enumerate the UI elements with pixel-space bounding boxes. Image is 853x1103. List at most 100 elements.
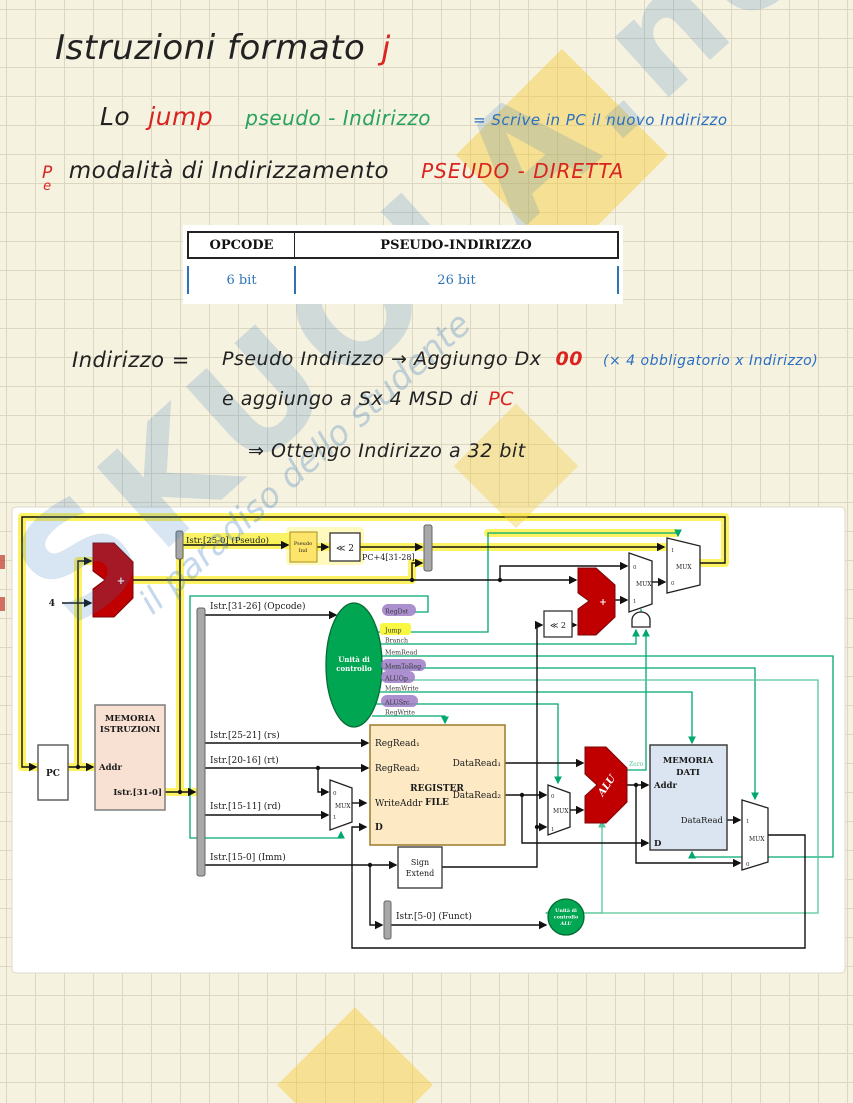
alu-control-wires bbox=[372, 679, 819, 917]
format-table-header-opcode: OPCODE bbox=[189, 233, 295, 257]
branch-mux bbox=[628, 552, 653, 613]
margin-mark bbox=[0, 555, 5, 569]
regdst-mux-label: MUX bbox=[335, 803, 351, 810]
control-unit-label: controllo bbox=[336, 664, 372, 673]
branch-mux-label: MUX bbox=[636, 581, 652, 588]
branch-mux-0: 0 bbox=[633, 565, 637, 571]
control-unit-label: Unità di bbox=[338, 655, 370, 664]
adder-four-input: 4 bbox=[49, 599, 55, 609]
alu-zero-label: Zero bbox=[629, 761, 644, 768]
istr-rd-label: Istr.[15-11] (rd) bbox=[210, 801, 281, 812]
shift-left-2-branch bbox=[543, 610, 573, 638]
data-memory-d: D bbox=[654, 839, 662, 849]
pseudo-address-box bbox=[289, 531, 318, 563]
branch-and-gate bbox=[631, 611, 651, 628]
label-highlight bbox=[183, 533, 296, 546]
alu-control-label: Unità di bbox=[555, 907, 577, 914]
title-text: Istruzioni formato bbox=[55, 28, 366, 68]
instruction-memory-title: MEMORIA bbox=[105, 714, 156, 724]
jump-concat-bar bbox=[423, 524, 433, 572]
format-table-value-pseudo-bits: 26 bit bbox=[296, 266, 619, 294]
pc-adder-plus: + bbox=[117, 576, 125, 587]
signal-aluop: ALUOp bbox=[384, 676, 408, 683]
aluop-highlight bbox=[381, 671, 415, 683]
memtoreg-mux-0: 0 bbox=[746, 862, 750, 868]
funct-tap-bar bbox=[383, 900, 392, 940]
istr-25-0-label: Istr.[25-0] (Pseudo) bbox=[186, 535, 269, 546]
intro-definition: = Scrive in PC il nuovo Indirizzo bbox=[473, 111, 728, 129]
intro-line: Lo jump pseudo - Indirizzo = Scrive in P… bbox=[100, 102, 728, 131]
signal-regdst: RegDst bbox=[385, 609, 409, 616]
sign-extend-label: Sign bbox=[411, 858, 429, 867]
memtoreg-mux bbox=[741, 799, 769, 871]
data-memory-addr: Addr bbox=[653, 781, 677, 791]
pc4-31-28-label: PC+4[31-28] bbox=[362, 553, 415, 562]
format-table-header-row: OPCODE PSEUDO-INDIRIZZO bbox=[187, 231, 619, 259]
title-format-letter: j bbox=[381, 29, 391, 67]
watermark-diamond bbox=[277, 1007, 433, 1103]
note2-black: e aggiungo a Sx 4 MSD di bbox=[222, 388, 479, 410]
datapath-diagram: PC 4 MEMORIA ISTRUZIONI Addr Istr.[31-0]… bbox=[0, 506, 846, 974]
format-table-header-pseudo: PSEUDO-INDIRIZZO bbox=[380, 237, 532, 253]
shift-left-2-jump bbox=[329, 532, 361, 562]
instruction-memory-addr: Addr bbox=[98, 763, 122, 773]
jump-mux-1: 1 bbox=[671, 548, 675, 554]
istr-rs-label: Istr.[25-21] (rs) bbox=[210, 730, 280, 741]
format-table: OPCODE PSEUDO-INDIRIZZO 6 bit 26 bit bbox=[183, 225, 623, 304]
mode-line: P e modalità di Indirizzamento PSEUDO - … bbox=[42, 158, 624, 193]
margin-mark bbox=[0, 597, 5, 611]
shift-left-2-label: ≪ 2 bbox=[550, 621, 566, 630]
mode-marker: P e bbox=[42, 163, 53, 195]
format-table-value-opcode-bits: 6 bit bbox=[187, 266, 296, 294]
jump-mux bbox=[666, 537, 701, 594]
regdst-highlight bbox=[382, 604, 416, 616]
alu-control-label: ALU bbox=[559, 921, 572, 927]
address-note-lhs: Indirizzo = bbox=[72, 348, 190, 372]
alusrc-mux-label: MUX bbox=[553, 808, 569, 815]
branch-mux-1: 1 bbox=[633, 599, 637, 605]
branch-adder-plus: + bbox=[599, 598, 607, 608]
note2-pc: PC bbox=[488, 388, 514, 410]
regfile-dataread2: DataRead₂ bbox=[453, 791, 502, 801]
instruction-memory bbox=[94, 704, 166, 811]
pc-register bbox=[37, 744, 69, 801]
address-note-conclusion: ⇒ Ottengo Indirizzo a 32 bit bbox=[248, 440, 526, 462]
sign-extend-label: Extend bbox=[406, 869, 435, 878]
regdst-mux-0: 0 bbox=[333, 791, 337, 797]
intro-pseudo-indirizzo: pseudo - Indirizzo bbox=[245, 106, 432, 130]
pseudo-box-label: Pseudo bbox=[294, 541, 312, 547]
regfile-dataread1: DataRead₁ bbox=[453, 759, 501, 769]
note1-parenthetical: (× 4 obbligatorio x Indirizzo) bbox=[603, 353, 819, 369]
register-file bbox=[369, 724, 506, 846]
jump-mux-0: 0 bbox=[671, 581, 675, 587]
signal-alusrc: ALUSrc bbox=[384, 700, 410, 707]
memtoreg-mux-1: 1 bbox=[746, 819, 750, 825]
regdst-mux-1: 1 bbox=[333, 815, 337, 821]
signal-memtoreg: MemToReg bbox=[385, 664, 421, 671]
page-title: Istruzioni formato j bbox=[55, 28, 391, 68]
mode-marker-bottom: e bbox=[43, 179, 52, 195]
intro-lo: Lo bbox=[100, 102, 131, 131]
register-file-title: REGISTER bbox=[410, 784, 464, 794]
note1-zeros: 00 bbox=[555, 348, 583, 370]
instruction-bus bbox=[196, 607, 206, 877]
regdst-mux bbox=[329, 779, 353, 831]
wire-junctions bbox=[75, 577, 639, 868]
branch-adder bbox=[577, 567, 616, 636]
istr-rt-label: Istr.[20-16] (rt) bbox=[210, 755, 279, 766]
regfile-writeaddr: WriteAddr bbox=[375, 799, 423, 809]
jump-highlight bbox=[380, 623, 411, 635]
format-table-value-row: 6 bit 26 bit bbox=[187, 266, 619, 294]
istr-imm-label: Istr.[15-0] (Imm) bbox=[210, 852, 286, 863]
intro-jump: jump bbox=[148, 102, 214, 131]
mode-marker-top: P bbox=[42, 163, 53, 183]
regfile-regread2: RegRead₂ bbox=[375, 764, 420, 774]
pseudo-tap-bar bbox=[175, 530, 184, 560]
address-note-line2: e aggiungo a Sx 4 MSD di PC bbox=[222, 388, 514, 410]
data-memory-title: DATI bbox=[676, 768, 700, 778]
register-file-title: FILE bbox=[425, 798, 449, 808]
alusrc-mux-0: 0 bbox=[551, 794, 555, 800]
regfile-d: D bbox=[375, 823, 383, 833]
alusrc-mux bbox=[547, 784, 571, 836]
